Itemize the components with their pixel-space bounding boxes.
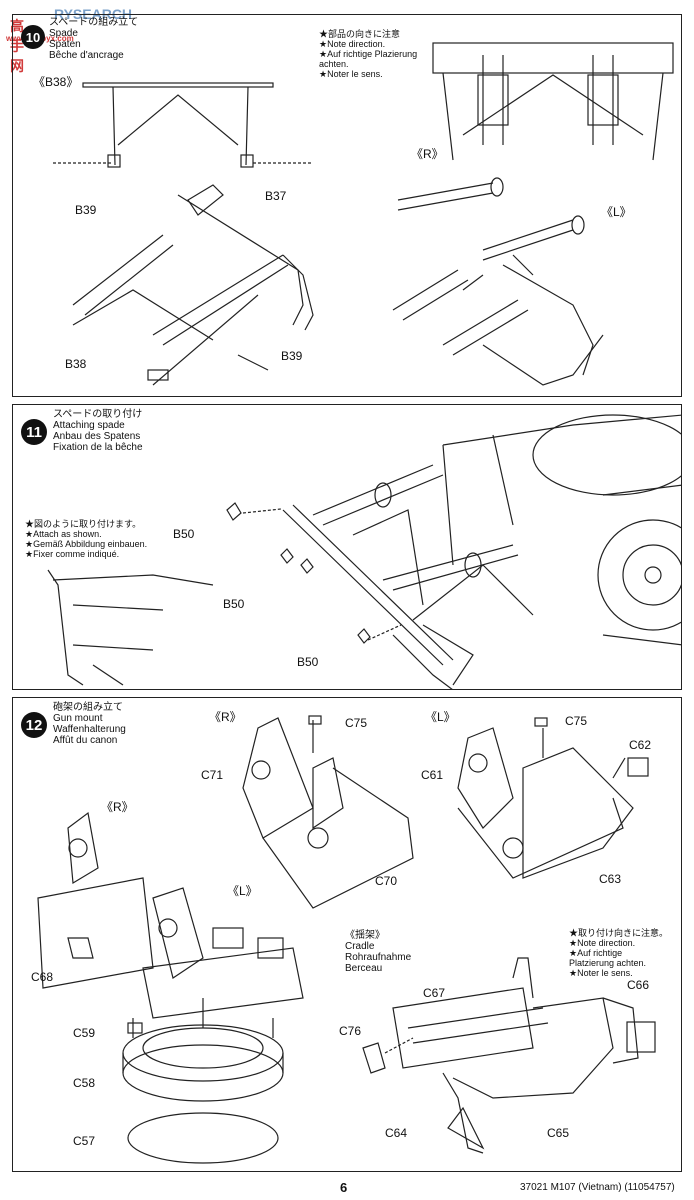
label-b50: B50 (297, 655, 319, 669)
label-c75: C75 (345, 716, 368, 730)
label-c66: C66 (627, 978, 650, 992)
label-c75: C75 (565, 714, 588, 728)
note-line: ★Note direction. (569, 938, 636, 948)
label-c61: C61 (421, 768, 444, 782)
label-l: 《L》 (425, 710, 456, 724)
note-line: ★部品の向きに注意 (319, 29, 401, 39)
step-10-en: Spade (49, 28, 78, 39)
label-c64: C64 (385, 1126, 408, 1140)
cradle-en: Cradle (345, 941, 375, 952)
step-10-de: Spaten (49, 39, 81, 50)
step-12-fr: Affût du canon (53, 735, 118, 746)
label-c68: C68 (31, 970, 54, 984)
label-l: 《L》 (601, 205, 632, 219)
step-11-de: Anbau des Spatens (53, 431, 141, 442)
note-line: ★Note direction. (319, 39, 386, 49)
label-b50: B50 (173, 527, 195, 541)
step-11-panel: 11 スペードの取り付け Attaching spade Anbau des S… (12, 404, 682, 690)
step-10-jp: スペードの組み立て (49, 17, 139, 28)
watermark-sub: 高手网 (10, 18, 24, 74)
label-b39: B39 (75, 203, 97, 217)
label-c63: C63 (599, 872, 622, 886)
cradle-fr: Berceau (345, 963, 383, 974)
label-r: 《R》 (101, 800, 134, 814)
step-11-en: Attaching spade (53, 420, 125, 431)
step-10-panel: 10 スペードの組み立て Spade Spaten Bêche d'ancrag… (12, 14, 682, 397)
label-c59: C59 (73, 1026, 96, 1040)
label-r: 《R》 (209, 710, 242, 724)
note-line: ★図のように取り付けます。 (25, 519, 142, 529)
step-12-jp: 砲架の組み立て (53, 702, 123, 713)
step-12-title: 砲架の組み立て Gun mount Waffenhalterung Affût … (53, 702, 126, 746)
label-c71: C71 (201, 768, 224, 782)
note-line: ★Auf richtige (569, 948, 623, 958)
label-b38-top: 《B38》 (33, 75, 79, 89)
note-line: ★Auf richtige Plazierung (319, 49, 418, 59)
step-11-note: ★図のように取り付けます。 ★Attach as shown. ★Gemäß A… (25, 519, 147, 559)
step-11-fr: Fixation de la bêche (53, 442, 143, 453)
page-number: 6 (340, 1180, 348, 1195)
step-12-de: Waffenhalterung (53, 724, 126, 735)
note-line: ★Noter le sens. (569, 968, 633, 978)
step-12-diagram (37, 715, 656, 1164)
label-c70: C70 (375, 874, 398, 888)
step-12-en: Gun mount (53, 713, 103, 724)
label-r: 《R》 (411, 147, 444, 161)
step-12-panel: 12 砲架の組み立て Gun mount Waffenhalterung Aff… (12, 697, 682, 1172)
step-12-badge: 12 (21, 712, 47, 738)
label-b37: B37 (265, 189, 287, 203)
product-code: 37021 M107 (Vietnam) (11054757) (520, 1182, 675, 1193)
note-line: ★取り付け向きに注意。 (569, 928, 669, 938)
note-line: Platzierung achten. (569, 958, 647, 968)
cradle-jp: 《揺架》 (345, 930, 385, 941)
step-11-title: スペードの取り付け Attaching spade Anbau des Spat… (53, 409, 143, 453)
note-line: achten. (319, 59, 349, 69)
label-b39: B39 (281, 349, 303, 363)
step-10-diagram (53, 42, 674, 386)
label-c57: C57 (73, 1134, 96, 1148)
label-c58: C58 (73, 1076, 96, 1090)
step-10-badge: 10 (21, 25, 45, 49)
step-12-note: ★取り付け向きに注意。 ★Note direction. ★Auf richti… (569, 928, 668, 978)
note-line: ★Gemäß Abbildung einbauen. (25, 539, 148, 549)
note-line: ★Noter le sens. (319, 69, 383, 79)
step-10-title: スペードの組み立て Spade Spaten Bêche d'ancrage (49, 17, 138, 61)
label-c67: C67 (423, 986, 446, 1000)
step-10-note: ★部品の向きに注意 ★Note direction. ★Auf richtige… (319, 29, 417, 79)
cradle-de: Rohraufnahme (345, 952, 412, 963)
note-line: ★Attach as shown. (25, 529, 102, 539)
label-b50: B50 (223, 597, 245, 611)
label-c76: C76 (339, 1024, 362, 1038)
cradle-title: 《揺架》 Cradle Rohraufnahme Berceau (345, 930, 411, 974)
step-11-jp: スペードの取り付け (53, 409, 143, 420)
note-line: ★Fixer comme indiqué. (25, 549, 120, 559)
step-10-fr: Bêche d'ancrage (49, 50, 124, 61)
label-c62: C62 (629, 738, 652, 752)
label-b38: B38 (65, 357, 87, 371)
step-11-diagram (47, 414, 681, 689)
step-11-badge: 11 (21, 419, 47, 445)
label-l: 《L》 (227, 884, 258, 898)
label-c65: C65 (547, 1126, 570, 1140)
